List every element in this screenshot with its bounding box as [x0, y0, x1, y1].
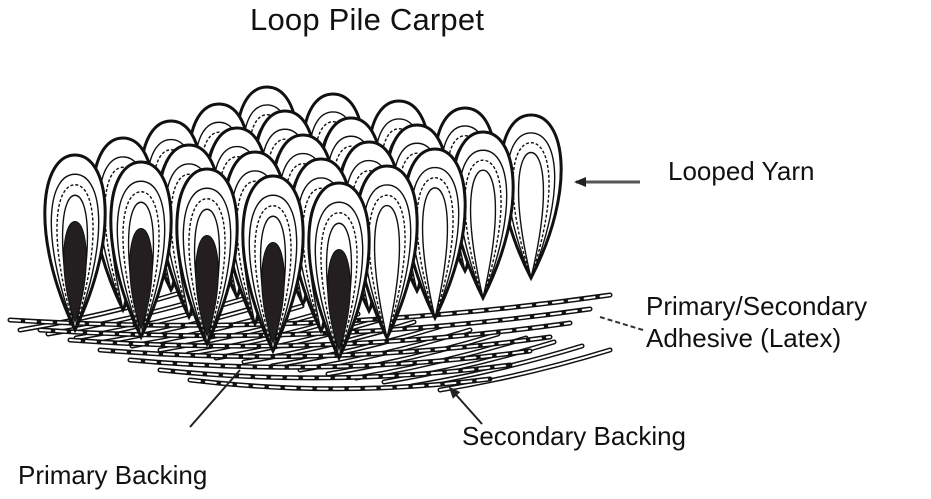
backing-strand-highlight: [327, 333, 499, 375]
adhesive-arrow: [599, 316, 644, 331]
yarn-loop-stripe: [122, 191, 160, 338]
yarn-loop-core: [327, 248, 351, 352]
looped-yarn-group: [43, 85, 563, 362]
yarn-loop-stripe: [368, 194, 406, 339]
backing-strand-highlight: [383, 341, 555, 383]
label-secondary-backing: Secondary Backing: [462, 421, 687, 451]
yarn-loop-stripe: [464, 159, 502, 299]
label-primary-backing: Primary Backing: [18, 460, 208, 490]
yarn-loop-stripe: [236, 180, 274, 325]
yarn-loop-stripe: [302, 187, 340, 332]
yarn-loop-stripe: [116, 180, 166, 338]
yarn-loop-stripe: [314, 201, 364, 359]
diagram-title: Loop Pile Carpet: [250, 2, 485, 37]
yarn-loop-core: [195, 234, 219, 338]
yarn-loop-stripe: [170, 173, 208, 318]
yarn-loop-stripe: [50, 173, 100, 331]
yarn-loop-stripe: [104, 166, 142, 311]
label-adhesive: Primary/Secondary Adhesive (Latex): [646, 290, 867, 354]
label-looped-yarn: Looped Yarn: [668, 156, 815, 186]
yarn-loop-stripe: [373, 204, 401, 339]
backing-weft-highlight: [99, 336, 551, 358]
backing-weft-highlight: [159, 364, 511, 379]
backing-strand-highlight: [271, 325, 443, 367]
yarn-loop-core: [129, 227, 153, 331]
backing-weft-highlight: [69, 322, 571, 348]
yarn-loop-stripe: [188, 198, 226, 345]
yarn-loop-stripe: [248, 194, 298, 352]
backing-strand-highlight: [439, 349, 611, 391]
primary-backing-arrow: [189, 369, 241, 428]
yarn-loop-stripe: [182, 187, 232, 345]
yarn-loop-stripe: [512, 142, 550, 279]
yarn-loop-stripe: [320, 212, 358, 359]
yarn-loop-core: [261, 241, 285, 345]
yarn-loop-stripe: [56, 184, 94, 331]
backing-weft-highlight: [39, 308, 591, 337]
yarn-loop-core: [63, 220, 87, 324]
yarn-loop-stripe: [254, 205, 292, 352]
yarn-loop-stripe: [517, 151, 545, 279]
backing-weft-highlight: [9, 294, 611, 327]
yarn-loop-stripe: [469, 169, 497, 299]
secondary-backing-arrow: [448, 386, 483, 425]
yarn-loop-stripe: [416, 177, 454, 319]
backing-weft-highlight: [129, 350, 531, 369]
backing-strand-highlight: [19, 289, 191, 331]
yarn-loop-stripe: [421, 187, 449, 319]
label-adhesive-line1: Primary/Secondary: [646, 291, 868, 321]
label-adhesive-line2: Adhesive (Latex): [646, 323, 842, 353]
